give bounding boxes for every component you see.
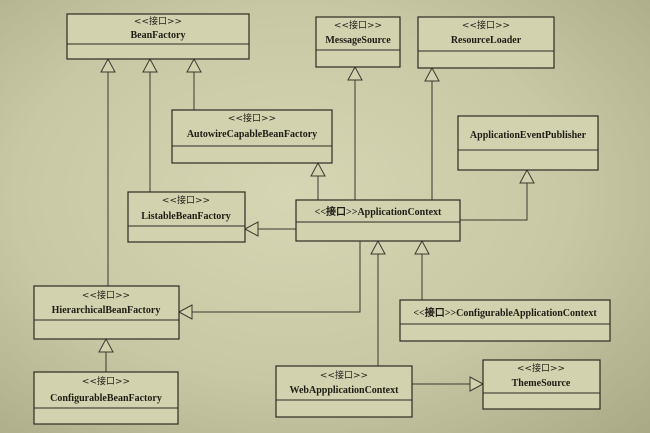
class-name: ResourceLoader — [451, 35, 522, 46]
relation-edges — [105, 72, 528, 385]
arrowhead-themesource — [469, 376, 485, 392]
arrowhead-beanfactory-1 — [186, 57, 202, 73]
class-name: MessageSource — [325, 35, 391, 46]
stereotype-label: <<接口>> — [228, 112, 276, 124]
arrowhead-eventpublisher — [519, 168, 535, 184]
stereotype-label: <<接口>> — [320, 369, 368, 381]
edge-appcontext-to-hierarchical — [192, 240, 361, 313]
arrowhead-hierarchical-side — [177, 304, 193, 320]
stereotype-label: <<接口>> — [134, 15, 182, 27]
stereotype-label: <<接口>> — [462, 19, 510, 31]
arrowhead-autowire — [310, 161, 326, 177]
class-applicationeventpublisher[interactable]: ApplicationEventPublisher — [457, 115, 599, 171]
arrowhead-hierarchical-up — [98, 337, 114, 353]
class-messagesource[interactable]: <<接口>> MessageSource — [315, 16, 401, 68]
arrowhead-appcontext-2 — [370, 239, 386, 255]
arrowhead-listable — [243, 221, 259, 237]
class-configurablebeanfactory[interactable]: <<接口>> ConfigurableBeanFactory — [33, 371, 179, 425]
class-listablebeanfactory[interactable]: <<接口>> ListableBeanFactory — [127, 191, 246, 243]
class-name: ThemeSource — [512, 378, 571, 389]
stereotype-label: <<接口>> — [82, 289, 130, 301]
stereotype-label: <<接口>> — [334, 19, 382, 31]
stereotype-label: <<接口>> — [162, 194, 210, 206]
class-name: BeanFactory — [131, 30, 186, 41]
class-name: <<接口>>ApplicationContext — [315, 205, 442, 218]
class-autowirecapablebeanfactory[interactable]: <<接口>> AutowireCapableBeanFactory — [171, 109, 333, 164]
class-applicationcontext[interactable]: <<接口>>ApplicationContext — [295, 199, 461, 242]
arrowhead-resourceloader — [424, 66, 440, 82]
arrowhead-beanfactory-2 — [142, 57, 158, 73]
class-configurableapplicationcontext[interactable]: <<接口>>ConfigurableApplicationContext — [399, 299, 611, 342]
class-themesource[interactable]: <<接口>> ThemeSource — [482, 359, 601, 410]
class-name: ApplicationEventPublisher — [470, 130, 587, 141]
stereotype-label: <<接口>> — [82, 375, 130, 387]
class-hierarchicalbeanfactory[interactable]: <<接口>> HierarchicalBeanFactory — [33, 285, 180, 340]
class-name: ConfigurableBeanFactory — [50, 393, 162, 404]
class-resourceloader[interactable]: <<接口>> ResourceLoader — [417, 16, 555, 69]
class-name: <<接口>>ConfigurableApplicationContext — [413, 306, 597, 319]
edge-appcontext-to-eventpublisher — [460, 183, 528, 221]
class-name: WebAppplicationContext — [290, 385, 400, 396]
generalization-arrowheads — [98, 57, 535, 392]
arrowhead-messagesource — [347, 65, 363, 81]
class-name: HierarchicalBeanFactory — [52, 305, 161, 316]
class-webapplicationcontext[interactable]: <<接口>> WebAppplicationContext — [275, 365, 413, 418]
arrowhead-appcontext-1 — [414, 239, 430, 255]
class-beanfactory[interactable]: <<接口>> BeanFactory — [66, 13, 250, 60]
stereotype-label: <<接口>> — [517, 362, 565, 374]
class-name: ListableBeanFactory — [141, 211, 230, 222]
arrowhead-beanfactory-3 — [100, 57, 116, 73]
class-name: AutowireCapableBeanFactory — [187, 129, 317, 140]
